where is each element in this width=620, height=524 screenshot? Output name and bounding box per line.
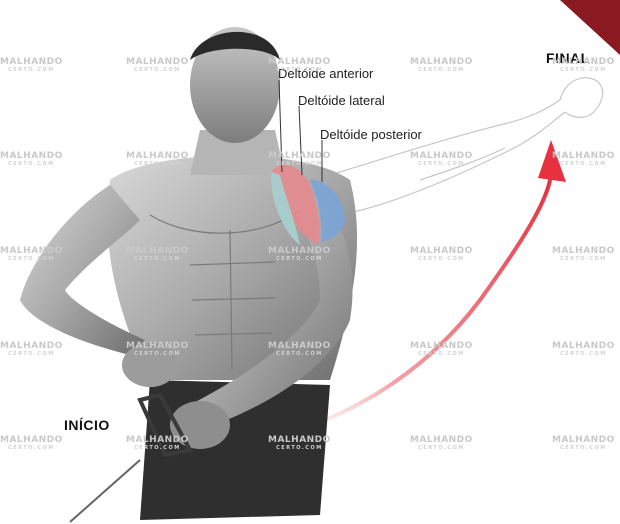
watermark-brand: MALHANDO bbox=[410, 246, 473, 256]
watermark-sub: CERTO.COM bbox=[418, 256, 465, 262]
watermark-sub: CERTO.COM bbox=[560, 445, 607, 451]
watermark-sub: CERTO.COM bbox=[8, 161, 55, 167]
watermark-sub: CERTO.COM bbox=[8, 67, 55, 73]
watermark-sub: CERTO.COM bbox=[418, 445, 465, 451]
watermark-brand: MALHANDO bbox=[410, 341, 473, 351]
watermark-sub: CERTO.COM bbox=[134, 161, 181, 167]
watermark-sub: CERTO.COM bbox=[8, 256, 55, 262]
watermark-sub: CERTO.COM bbox=[560, 67, 607, 73]
label-leaders bbox=[278, 79, 323, 182]
deltoid-lateral-shape bbox=[271, 172, 300, 245]
watermark-sub: CERTO.COM bbox=[560, 351, 607, 357]
deltoid-muscles bbox=[271, 165, 345, 245]
corner-ribbon bbox=[560, 0, 620, 55]
watermark-brand: MALHANDO bbox=[0, 151, 63, 161]
label-deltoid-lateral: Deltóide lateral bbox=[298, 93, 385, 108]
watermark-brand: MALHANDO bbox=[552, 151, 615, 161]
watermark-sub: CERTO.COM bbox=[276, 161, 323, 167]
watermark-brand: MALHANDO bbox=[126, 341, 189, 351]
watermark-sub: CERTO.COM bbox=[276, 351, 323, 357]
watermark-sub: CERTO.COM bbox=[276, 256, 323, 262]
watermark-sub: CERTO.COM bbox=[418, 161, 465, 167]
watermark-sub: CERTO.COM bbox=[418, 351, 465, 357]
watermark-brand: MALHANDO bbox=[268, 246, 331, 256]
cable bbox=[69, 459, 141, 523]
watermark-brand: MALHANDO bbox=[0, 246, 63, 256]
watermark-brand: MALHANDO bbox=[552, 435, 615, 445]
watermark-brand: MALHANDO bbox=[126, 246, 189, 256]
watermark-sub: CERTO.COM bbox=[276, 67, 323, 73]
watermark-sub: CERTO.COM bbox=[134, 351, 181, 357]
watermark-brand: MALHANDO bbox=[0, 57, 63, 67]
watermark-brand: MALHANDO bbox=[268, 435, 331, 445]
deltoid-posterior-shape bbox=[310, 180, 345, 242]
watermark-sub: CERTO.COM bbox=[560, 256, 607, 262]
watermark-sub: CERTO.COM bbox=[8, 351, 55, 357]
watermark-sub: CERTO.COM bbox=[134, 256, 181, 262]
watermark-sub: CERTO.COM bbox=[418, 67, 465, 73]
watermark-sub: CERTO.COM bbox=[134, 67, 181, 73]
watermark-sub: CERTO.COM bbox=[276, 445, 323, 451]
label-deltoid-anterior: Deltóide anterior bbox=[278, 66, 374, 81]
watermark-sub: CERTO.COM bbox=[134, 445, 181, 451]
watermark-brand: MALHANDO bbox=[268, 341, 331, 351]
watermark-sub: CERTO.COM bbox=[8, 445, 55, 451]
watermark-brand: MALHANDO bbox=[268, 151, 331, 161]
label-final: FINAL bbox=[546, 50, 590, 66]
label-start: INÍCIO bbox=[64, 417, 110, 433]
watermark-sub: CERTO.COM bbox=[560, 161, 607, 167]
final-arm-outline bbox=[329, 77, 604, 216]
watermark-brand: MALHANDO bbox=[410, 151, 473, 161]
watermark-brand: MALHANDO bbox=[126, 151, 189, 161]
watermark-brand: MALHANDO bbox=[552, 341, 615, 351]
watermark-brand: MALHANDO bbox=[268, 57, 331, 67]
label-deltoid-posterior: Deltóide posterior bbox=[320, 127, 422, 142]
watermark-brand: MALHANDO bbox=[410, 435, 473, 445]
athlete-body bbox=[20, 27, 358, 520]
watermark-brand: MALHANDO bbox=[126, 57, 189, 67]
watermark-brand: MALHANDO bbox=[552, 57, 615, 67]
watermark-brand: MALHANDO bbox=[0, 341, 63, 351]
watermark-brand: MALHANDO bbox=[410, 57, 473, 67]
watermark-brand: MALHANDO bbox=[126, 435, 189, 445]
watermark-brand: MALHANDO bbox=[552, 246, 615, 256]
watermark-brand: MALHANDO bbox=[0, 435, 63, 445]
deltoid-anterior-shape bbox=[272, 165, 320, 245]
